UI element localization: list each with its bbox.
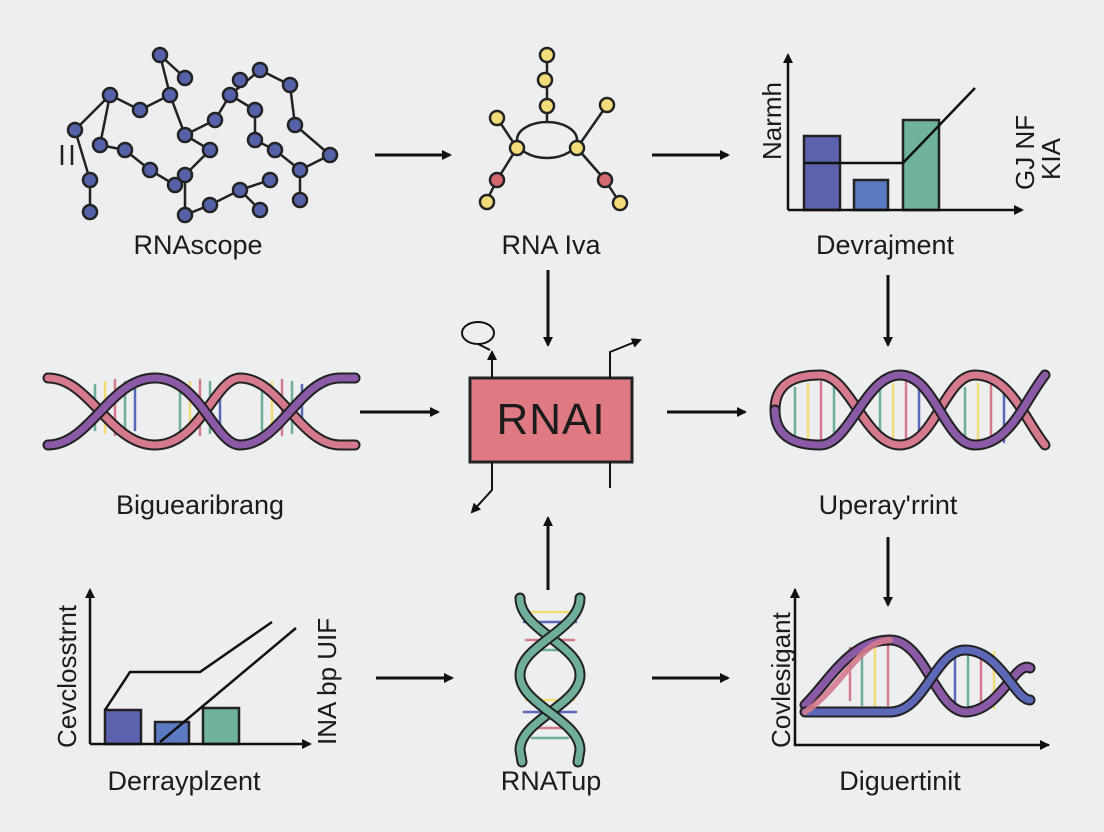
center-rnai-box xyxy=(461,321,642,514)
node-label-uperay: Uperay'rrint xyxy=(818,490,958,520)
node-label-rna-iva: RNA Iva xyxy=(501,230,601,260)
node-label-bigueari: Biguearibrang xyxy=(115,490,285,520)
node-label-diguertinit: Diguertinit xyxy=(839,766,961,796)
node-label-devrajment: Devrajment xyxy=(815,230,955,260)
node-label-rnatup: RNATup xyxy=(500,766,602,796)
axis-label-derraypl-side: INA bp UIF xyxy=(312,617,342,745)
axis-label-devrajment-side-2: KIA xyxy=(1036,138,1066,180)
dna-helix-icon-right xyxy=(769,369,1051,451)
axis-label-derraypl-y: Cevclosstrnt xyxy=(52,604,82,748)
axis-label-diguertinit-y: Covlesigant xyxy=(766,612,796,748)
bar-chart-icon-bottom xyxy=(85,588,312,749)
dna-helix-icon xyxy=(42,372,361,451)
center-label: RNAI xyxy=(496,395,606,444)
axis-label-devrajment-y: Narmh xyxy=(757,81,787,160)
chart-icon xyxy=(790,588,1050,750)
bar-chart-icon xyxy=(783,53,1024,215)
rna-molecule-icon xyxy=(478,46,629,212)
dna-helix-icon-vertical xyxy=(514,592,586,768)
flow-arrows xyxy=(360,150,893,683)
node-label-derraypl: Derrayplzent xyxy=(107,766,261,796)
node-label-rnascope: RNAscope xyxy=(133,230,263,260)
molecule-network-icon xyxy=(60,46,339,224)
